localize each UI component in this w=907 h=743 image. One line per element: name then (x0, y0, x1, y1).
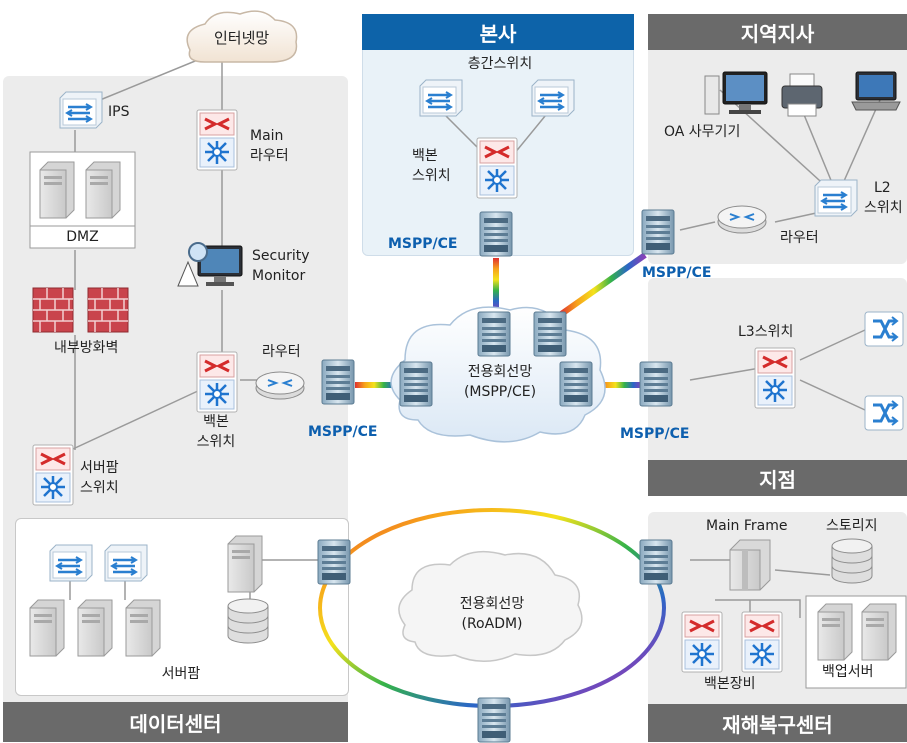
router-icon (255, 371, 305, 400)
laptop-icon (851, 71, 901, 111)
dc-backbone-label-1: 백본 (203, 414, 229, 430)
mspp-device-icon (321, 359, 355, 405)
mspp-device-icon (641, 209, 675, 255)
roadm-cloud-icon (398, 550, 583, 662)
main-frame-label: Main Frame (706, 518, 788, 534)
cloud-mspp-label-2: (MSPP/CE) (463, 384, 537, 400)
switch-icon (863, 394, 905, 432)
serverfarm-label: 서버팜 (161, 666, 201, 682)
serverfarm-switch-icon (31, 443, 75, 507)
cloud-mspp-label-1: 전용회선망 (467, 364, 533, 380)
hq-mspp-label: MSPP/CE (388, 236, 458, 252)
server-icon (77, 599, 113, 657)
mspp-device-icon (477, 697, 511, 743)
regional-mspp-label: MSPP/CE (642, 265, 712, 281)
floor-switch-icon (418, 78, 464, 118)
backup-server-icon (817, 603, 853, 661)
main-router-icon (195, 108, 239, 172)
l2-switch-label-2: 스위치 (864, 200, 903, 216)
mspp-device-icon (639, 361, 673, 407)
hq-backbone-label-1: 백본 (412, 148, 438, 164)
dc-backbone-label-2: 스위치 (196, 434, 236, 450)
oa-devices-label: OA 사무기기 (664, 124, 741, 140)
workstation-icon (704, 71, 768, 115)
security-monitor-icon (177, 242, 243, 287)
hq-floor-switch-label: 층간스위치 (467, 56, 533, 72)
dmz-server-icon (39, 161, 75, 219)
backup-server-label: 백업서버 (822, 664, 874, 680)
section-title-datacenter: 데이터센터 (3, 702, 348, 742)
firewall-icon (32, 287, 74, 333)
section-title-hq: 본사 (362, 14, 634, 50)
server-icon (227, 535, 263, 593)
l2-switch-label-1: L2 (874, 180, 891, 196)
server-icon (125, 599, 161, 657)
section-title-regional: 지역지사 (648, 14, 907, 50)
storage-icon (227, 598, 269, 644)
mspp-device-icon (559, 361, 593, 407)
main-router-label-1: Main (250, 128, 284, 144)
backbone-switch-icon (680, 610, 724, 674)
serverfarm-switch-label-1: 서버팜 (80, 460, 119, 476)
dc-mspp-label: MSPP/CE (308, 424, 378, 440)
dc-router-label: 라우터 (262, 344, 301, 360)
branch-mspp-label: MSPP/CE (620, 426, 690, 442)
l2-switch-icon (813, 178, 859, 218)
mspp-device-icon (639, 539, 673, 585)
mspp-device-icon (533, 311, 567, 357)
internet-label: 인터넷망 (214, 29, 270, 47)
switch-icon (863, 310, 905, 348)
storage-icon (831, 538, 873, 584)
storage-label: 스토리지 (826, 518, 878, 534)
router-icon (717, 205, 767, 234)
mspp-device-icon (399, 361, 433, 407)
cloud-roadm-label-2: (RoADM) (461, 616, 523, 632)
regional-router-label: 라우터 (780, 230, 819, 246)
floor-switch-icon (530, 78, 576, 118)
dmz-server-icon (85, 161, 121, 219)
security-monitor-label-1: Security (252, 248, 310, 264)
server-icon (29, 599, 65, 657)
l2-switch-icon (48, 543, 94, 583)
security-monitor-label-2: Monitor (252, 268, 306, 284)
internet-cloud-icon (186, 10, 298, 63)
mspp-device-icon (477, 311, 511, 357)
backbone-switch-icon (195, 350, 239, 414)
cloud-roadm-label-1: 전용회선망 (459, 596, 525, 612)
backbone-switch-icon (475, 136, 519, 200)
l3-switch-icon (753, 346, 797, 410)
serverfarm-switch-label-2: 스위치 (80, 480, 119, 496)
l2-switch-icon (103, 543, 149, 583)
dmz-label: DMZ (66, 229, 99, 245)
ips-label: IPS (108, 104, 130, 120)
mspp-device-icon (317, 539, 351, 585)
hq-backbone-label-2: 스위치 (412, 168, 451, 184)
backup-server-icon (861, 603, 897, 661)
mspp-device-icon (479, 211, 513, 257)
section-title-branch: 지점 (648, 460, 907, 496)
firewall-icon (87, 287, 129, 333)
backbone-switch-icon (740, 610, 784, 674)
regional-panel (648, 14, 907, 264)
main-router-label-2: 라우터 (250, 148, 289, 164)
section-title-dr: 재해복구센터 (648, 704, 907, 742)
printer-icon (781, 73, 823, 117)
mainframe-icon (729, 539, 771, 591)
l3-switch-label: L3스위치 (738, 324, 794, 340)
dr-backbone-label: 백본장비 (704, 676, 756, 692)
ips-switch-icon (58, 90, 104, 130)
internal-firewall-label: 내부방화벽 (54, 340, 119, 356)
